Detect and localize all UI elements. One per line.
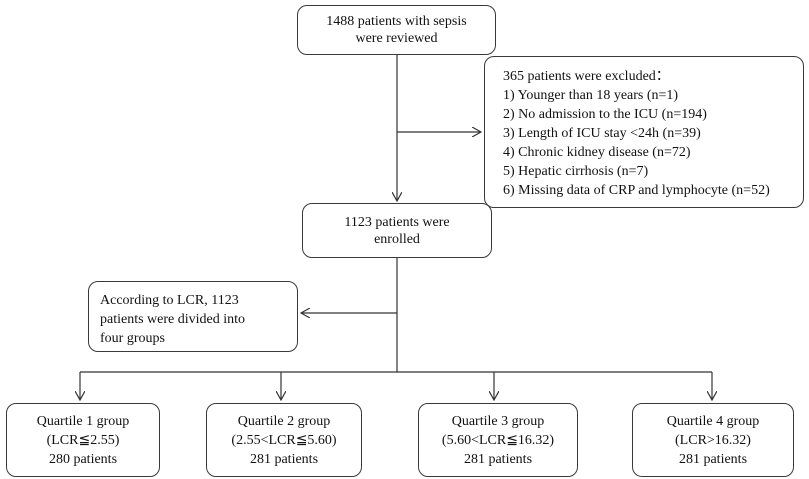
quartile-2-title: Quartile 2 group — [237, 413, 331, 429]
excluded-item-3: 3) Length of ICU stay <24h (n=39) — [503, 126, 701, 141]
quartile-4-range: (LCR>16.32) — [675, 432, 751, 448]
quartile-3-box: Quartile 3 group (5.60<LCR≦16.32) 281 pa… — [418, 403, 578, 477]
quartile-2-box: Quartile 2 group (2.55<LCR≦5.60) 281 pat… — [206, 403, 362, 477]
quartile-2-range: (2.55<LCR≦5.60) — [231, 432, 337, 448]
quartile-4-title: Quartile 4 group — [666, 413, 760, 429]
quartile-3-range: (5.60<LCR≦16.32) — [441, 432, 555, 448]
excluded-item-4: 4) Chronic kidney disease (n=72) — [503, 145, 691, 160]
excluded-item-6: 6) Missing data of CRP and lymphocyte (n… — [503, 183, 770, 198]
quartile-4-count: 281 patients — [678, 451, 748, 467]
excluded-item-1: 1) Younger than 18 years (n=1) — [503, 88, 679, 103]
quartile-2-count: 281 patients — [249, 451, 319, 467]
divided-box: According to LCR, 1123 patients were div… — [88, 281, 298, 352]
quartile-1-count: 280 patients — [48, 451, 118, 467]
enrolled-line-2: enrolled — [374, 231, 420, 247]
reviewed-line-2: were reviewed — [355, 31, 438, 46]
reviewed-box: 1488 patients with sepsis were reviewed — [297, 5, 496, 55]
quartile-3-count: 281 patients — [463, 451, 533, 467]
reviewed-line-1: 1488 patients with sepsis — [326, 14, 467, 29]
quartile-1-range: (LCR≦2.55) — [46, 432, 120, 448]
divided-line-2: patients were divided into — [100, 312, 246, 327]
quartile-1-title: Quartile 1 group — [36, 413, 130, 429]
divided-line-3: four groups — [100, 331, 165, 346]
enrolled-line-1: 1123 patients were — [344, 214, 450, 230]
excluded-title: 365 patients were excluded： — [503, 69, 670, 84]
quartile-3-title: Quartile 3 group — [451, 413, 545, 429]
divided-line-1: According to LCR, 1123 — [100, 293, 239, 308]
quartile-1-box: Quartile 1 group (LCR≦2.55) 280 patients — [6, 403, 160, 477]
excluded-item-5: 5) Hepatic cirrhosis (n=7) — [503, 164, 649, 179]
enrolled-box: 1123 patients were enrolled — [302, 203, 492, 258]
quartile-4-box: Quartile 4 group (LCR>16.32) 281 patient… — [632, 403, 794, 477]
excluded-item-2: 2) No admission to the ICU (n=194) — [503, 107, 707, 122]
excluded-box: 365 patients were excluded： 1) Younger t… — [484, 56, 804, 208]
